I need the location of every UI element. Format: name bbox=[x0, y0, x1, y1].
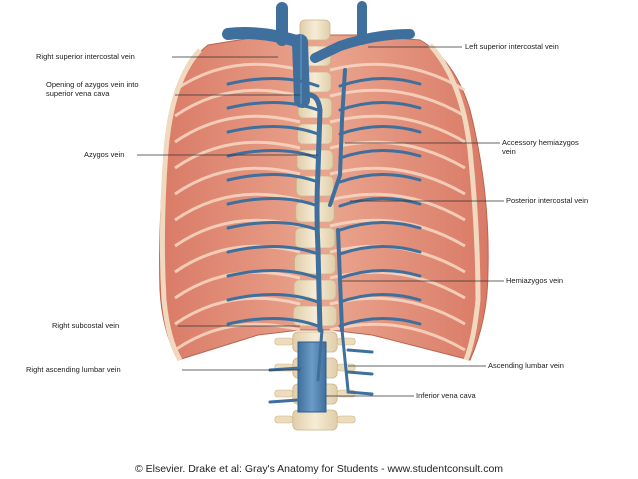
label-hemiazygos-vein: Hemiazygos vein bbox=[506, 276, 564, 285]
transverse-process bbox=[274, 337, 294, 346]
leader-lines bbox=[137, 46, 504, 397]
posterior-intercostal-vein-left bbox=[226, 149, 320, 160]
posterior-intercostal-vein-right bbox=[338, 221, 422, 232]
rib bbox=[174, 244, 301, 274]
posterior-intercostal-vein-left bbox=[226, 101, 320, 112]
posterior-intercostal-vein-right bbox=[338, 173, 422, 184]
rib bbox=[329, 192, 466, 222]
rib bbox=[329, 166, 466, 196]
rib bbox=[329, 62, 466, 92]
label-left-superior-intercostal-vein: Left superior intercostal vein bbox=[465, 42, 559, 51]
label-inferior-vena-cava: Inferior vena cava bbox=[416, 391, 476, 400]
label-right-superior-intercostal-vein: Right superior intercostal vein bbox=[36, 52, 135, 61]
posterior-intercostal-vein-right bbox=[338, 197, 422, 208]
label-right-ascending-lumbar-vein: Right ascending lumbar vein bbox=[26, 365, 121, 374]
posterior-intercostal-vein-left bbox=[226, 173, 320, 184]
rib bbox=[174, 192, 301, 222]
posterior-intercostal-vein-right bbox=[338, 293, 422, 304]
posterior-intercostal-vein-left bbox=[226, 77, 320, 88]
posterior-intercostal-vein-right bbox=[338, 125, 422, 136]
intercostal-veins bbox=[226, 77, 422, 328]
posterior-intercostal-vein-right bbox=[338, 245, 422, 256]
label-posterior-intercostal-vein: Posterior intercostal vein bbox=[506, 196, 589, 205]
rib bbox=[174, 62, 301, 92]
label-ascending-lumbar-vein: Ascending lumbar vein bbox=[488, 361, 564, 370]
posterior-intercostal-vein-left bbox=[226, 269, 320, 280]
label-accessory-hemiazygos-vein: Accessory hemiazygos vein bbox=[502, 138, 579, 156]
posterior-intercostal-vein-left bbox=[226, 125, 320, 136]
transverse-process bbox=[274, 415, 294, 424]
rib bbox=[174, 140, 301, 170]
posterior-intercostal-vein-left bbox=[226, 245, 320, 256]
rib bbox=[174, 88, 301, 118]
posterior-intercostal-vein-left bbox=[226, 317, 320, 328]
veins bbox=[222, 1, 415, 413]
posterior-intercostal-vein-right bbox=[338, 101, 422, 112]
vertebra bbox=[292, 409, 338, 431]
transverse-process bbox=[336, 337, 356, 346]
label-opening-of-azygos-vein: Opening of azygos vein into superior ven… bbox=[46, 80, 139, 98]
posterior-intercostal-vein-right bbox=[338, 317, 422, 328]
rib bbox=[174, 114, 301, 144]
posterior-intercostal-vein-right bbox=[338, 269, 422, 280]
rib bbox=[329, 322, 466, 352]
rib bbox=[329, 114, 466, 144]
rib bbox=[174, 166, 301, 196]
figure-caption: © Elsevier. Drake et al: Gray's Anatomy … bbox=[134, 463, 504, 475]
transverse-process bbox=[274, 389, 294, 398]
posterior-intercostal-vein-right bbox=[338, 149, 422, 160]
vertebra bbox=[299, 19, 331, 41]
vertebra bbox=[292, 305, 337, 327]
label-azygos-vein: Azygos vein bbox=[84, 150, 125, 159]
transverse-process bbox=[336, 415, 356, 424]
vertebra bbox=[294, 253, 336, 275]
posterior-intercostal-vein-left bbox=[226, 197, 320, 208]
label-right-subcostal-vein: Right subcostal vein bbox=[52, 321, 120, 330]
posterior-intercostal-vein-left bbox=[226, 221, 320, 232]
posterior-intercostal-vein-left bbox=[226, 293, 320, 304]
posterior-intercostal-vein-right bbox=[338, 77, 422, 88]
rib bbox=[329, 140, 466, 170]
